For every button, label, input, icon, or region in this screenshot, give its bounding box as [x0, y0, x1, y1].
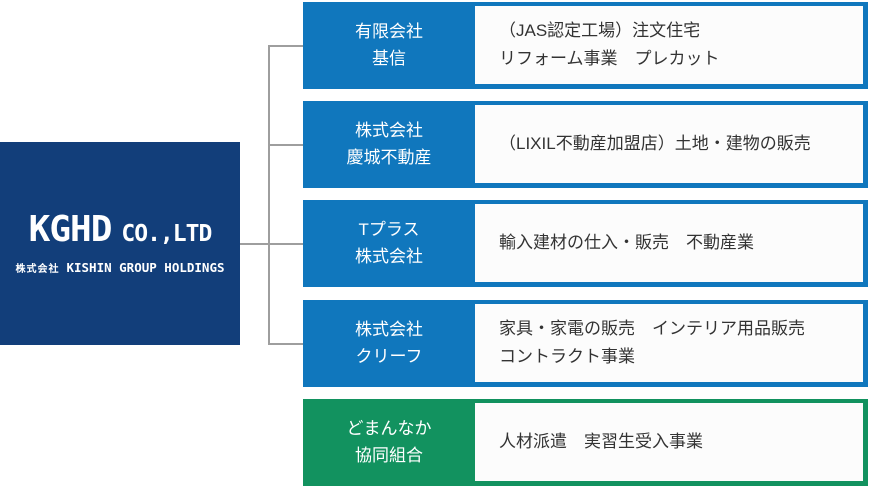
parent-company-name: 株式会社 KISHIN GROUP HOLDINGS — [15, 260, 224, 275]
parent-name-en: KISHIN GROUP HOLDINGS — [66, 260, 225, 275]
connector-branch-2 — [268, 144, 303, 146]
subsidiary-row-keijo-fudosan: 株式会社 慶城不動産 （LIXIL不動産加盟店）土地・建物の販売 — [303, 101, 868, 188]
subsidiary-description: （LIXIL不動産加盟店）土地・建物の販売 — [499, 133, 811, 153]
connector-trunk-line — [268, 45, 270, 345]
subsidiary-description-box: （LIXIL不動産加盟店）土地・建物の販売 — [475, 105, 863, 183]
subsidiary-description-box: 家具・家電の販売 インテリア用品販売 コントラクト事業 — [475, 304, 863, 382]
subsidiary-name: Tプラス 株式会社 — [355, 220, 423, 266]
subsidiary-description: 輸入建材の仕入・販売 不動産業 — [499, 232, 754, 252]
subsidiary-row-t-plus: Tプラス 株式会社 輸入建材の仕入・販売 不動産業 — [303, 200, 868, 287]
subsidiary-row-kishin: 有限会社 基信 （JAS認定工場）注文住宅 リフォーム事業 プレカット — [303, 2, 868, 89]
subsidiary-description-box: 輸入建材の仕入・販売 不動産業 — [475, 204, 863, 282]
subsidiary-name: 有限会社 基信 — [355, 22, 423, 68]
subsidiary-name: 株式会社 クリーフ — [355, 320, 423, 366]
subsidiary-description-box: 人材派遣 実習生受入事業 — [475, 403, 863, 481]
subsidiary-description: （JAS認定工場）注文住宅 リフォーム事業 プレカット — [499, 20, 720, 68]
subsidiary-name: 株式会社 慶城不動産 — [346, 121, 432, 167]
subsidiary-description: 家具・家電の販売 インテリア用品販売 コントラクト事業 — [499, 318, 805, 366]
parent-logo-main: KGHD — [28, 209, 113, 250]
connector-parent-line — [240, 243, 303, 245]
connector-branch-1 — [268, 45, 303, 47]
subsidiary-description-box: （JAS認定工場）注文住宅 リフォーム事業 プレカット — [475, 6, 863, 84]
parent-name-jp: 株式会社 — [15, 264, 60, 275]
subsidiary-row-clief: 株式会社 クリーフ 家具・家電の販売 インテリア用品販売 コントラクト事業 — [303, 300, 868, 387]
subsidiary-name: どまんなか 協同組合 — [346, 419, 432, 465]
connector-branch-4 — [268, 343, 303, 345]
parent-logo: KGHD CO.,LTD — [28, 209, 213, 250]
subsidiary-row-domannaka: どまんなか 協同組合 人材派遣 実習生受入事業 — [303, 399, 868, 486]
subsidiary-description: 人材派遣 実習生受入事業 — [499, 431, 703, 451]
parent-logo-suffix: CO.,LTD — [121, 221, 212, 247]
parent-company-box: KGHD CO.,LTD 株式会社 KISHIN GROUP HOLDINGS — [0, 142, 240, 345]
